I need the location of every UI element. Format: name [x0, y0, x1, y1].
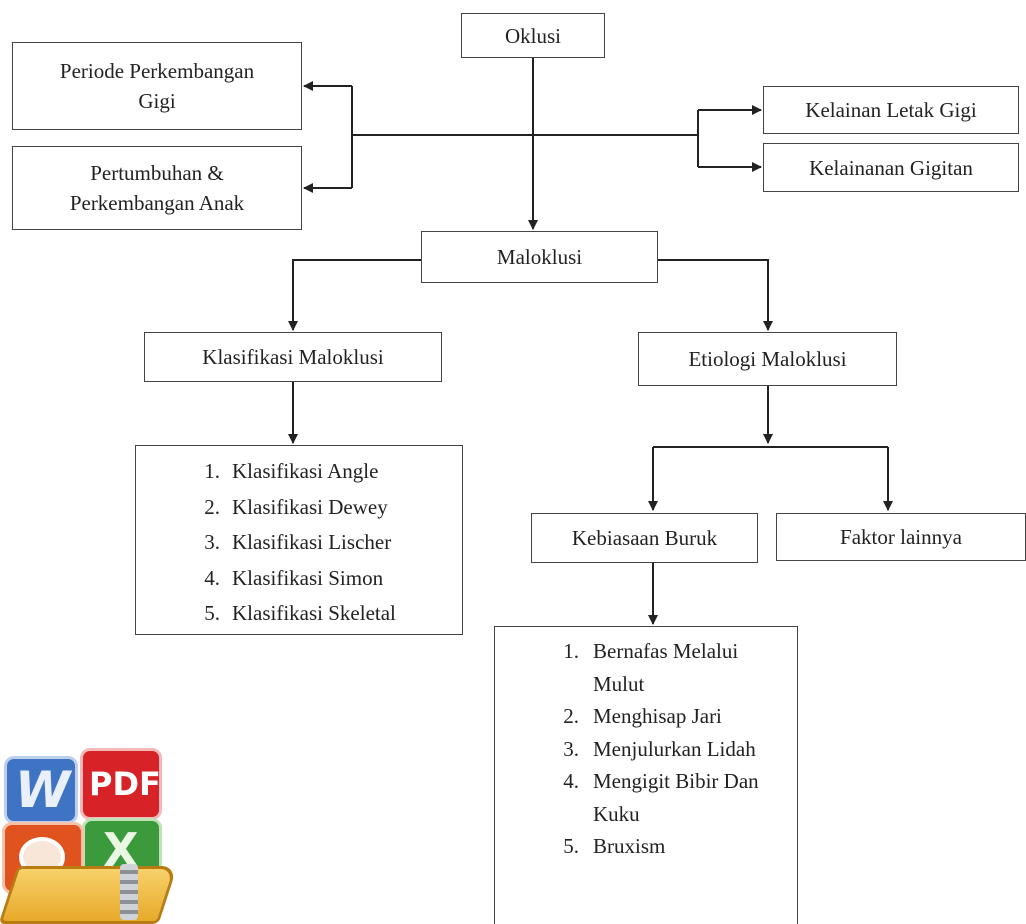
- list-item-text: Bruxism: [593, 834, 666, 858]
- node-periode-label-line2: Gigi: [138, 89, 176, 113]
- list-item: 2. Klasifikasi Dewey: [136, 490, 462, 526]
- list-item-text: Klasifikasi Simon: [232, 565, 384, 590]
- node-pertumbuhan-label-line1: Pertumbuhan &: [90, 161, 224, 185]
- zip-icon: [120, 864, 138, 920]
- klasifikasi-list: 1.Klasifikasi Angle 2.Klasifikasi Dewey …: [136, 454, 462, 632]
- list-item-number: 2.: [204, 494, 220, 519]
- list-item: 5. Bruxism: [495, 830, 797, 863]
- word-icon: W: [4, 756, 78, 824]
- list-item: 3. Menjulurkan Lidah: [495, 733, 797, 766]
- file-formats-icon: W PDF X: [0, 746, 178, 924]
- list-item: 3. Klasifikasi Lischer: [136, 525, 462, 561]
- node-faktor-label: Faktor lainnya: [840, 525, 962, 549]
- list-item-number: 1.: [563, 639, 579, 663]
- node-kelainan-letak-gigi: Kelainan Letak Gigi: [763, 86, 1019, 134]
- node-maloklusi-label: Maloklusi: [496, 245, 583, 269]
- node-faktor-lainnya: Faktor lainnya: [776, 513, 1026, 561]
- list-item: 4. Klasifikasi Simon: [136, 561, 462, 597]
- node-kelainanan-gigitan-label: Kelainanan Gigitan: [809, 155, 973, 180]
- node-periode-perkembangan-gigi: Periode Perkembangan Gigi: [12, 42, 302, 130]
- kebiasaan-list: 1. Bernafas Melalui Mulut 2. Menghisap Jar…: [495, 635, 797, 863]
- node-klasifikasi-maloklusi: Klasifikasi Maloklusi: [144, 332, 442, 382]
- list-item-text: Klasifikasi Dewey: [232, 494, 388, 519]
- node-pertumbuhan-perkembangan-anak: Pertumbuhan & Perkembangan Anak: [12, 146, 302, 230]
- list-item: 4. Mengigit Bibir Dan Kuku: [495, 765, 797, 830]
- node-klasifikasi-label: Klasifikasi Maloklusi: [202, 345, 384, 369]
- list-item-number: 4.: [204, 565, 220, 590]
- list-item-text: Klasifikasi Skeletal: [232, 601, 396, 625]
- node-kelainan-letak-label: Kelainan Letak Gigi: [805, 98, 977, 122]
- node-periode-label-line1: Periode Perkembangan: [59, 59, 255, 83]
- folder-icon: [0, 866, 178, 924]
- pdf-icon: PDF: [80, 748, 162, 820]
- arrow-maloklusi-klasifikasi: [288, 259, 421, 331]
- list-item-number: 2.: [563, 704, 579, 728]
- list-item: 1. Klasifikasi Angle: [136, 454, 462, 490]
- list-item-number: 4.: [563, 769, 579, 793]
- list-item-text: Bernafas Melalui Mulut: [593, 639, 739, 696]
- node-kebiasaan-label: Kebiasaan Buruk: [571, 526, 718, 550]
- node-oklusi-label: Oklusi: [504, 23, 561, 48]
- klasifikasi-list-box: 1.Klasifikasi Angle 2.Klasifikasi Dewey …: [135, 445, 463, 635]
- list-item-text: Klasifikasi Angle: [232, 459, 379, 483]
- list-item: 5. Klasifikasi Skeletal: [136, 596, 462, 632]
- list-item-number: 1.: [204, 459, 220, 483]
- node-kelainanan-gigitan: Kelainanan Gigitan: [763, 143, 1019, 192]
- list-item-text: Menghisap Jari: [593, 704, 722, 728]
- node-maloklusi: Maloklusi: [421, 231, 658, 283]
- node-kebiasaan-buruk: Kebiasaan Buruk: [531, 513, 758, 563]
- list-item-text: Mengigit Bibir Dan Kuku: [593, 769, 759, 826]
- node-pertumbuhan-label-line2: Perkembangan Anak: [69, 191, 245, 215]
- kebiasaan-list-box: 1. Bernafas Melalui Mulut 2. Menghisap Jar…: [494, 626, 798, 924]
- node-etiologi-maloklusi: Etiologi Maloklusi: [638, 332, 897, 386]
- list-item: 2. Menghisap Jari: [495, 700, 797, 733]
- list-item-number: 3.: [204, 530, 220, 554]
- node-etiologi-label: Etiologi Maloklusi: [688, 347, 847, 371]
- list-item: 1. Bernafas Melalui Mulut: [495, 635, 797, 700]
- list-item-text: Klasifikasi Lischer: [232, 530, 392, 554]
- list-item-number: 5.: [204, 601, 220, 625]
- list-item-number: 3.: [563, 736, 579, 761]
- list-item-number: 5.: [563, 834, 579, 858]
- node-oklusi: Oklusi: [461, 13, 605, 58]
- list-item-text: Menjulurkan Lidah: [593, 736, 756, 761]
- arrow-maloklusi-etiologi: [658, 259, 773, 331]
